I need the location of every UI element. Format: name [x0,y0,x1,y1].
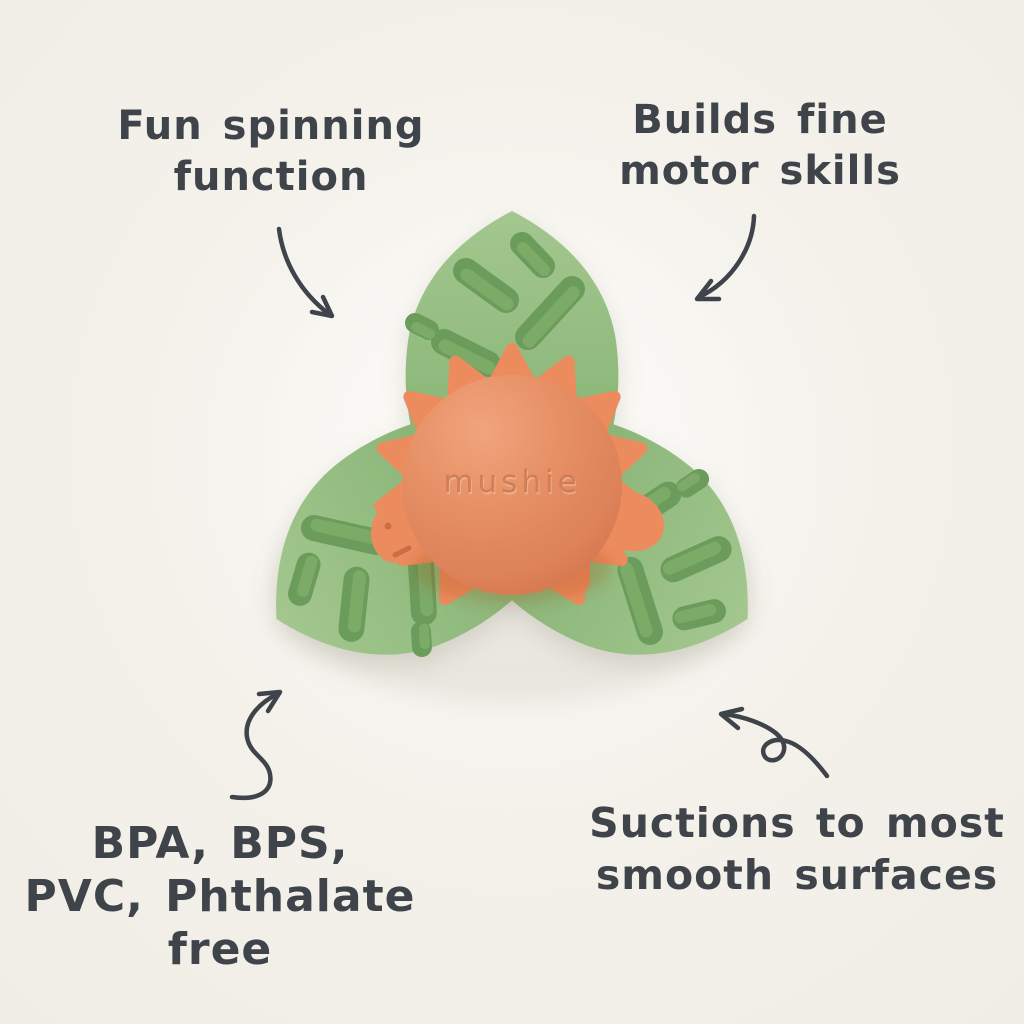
curved-arrow-down-right-icon [276,226,335,319]
dino-eye [384,522,392,530]
spinner-toy: mushie mushie [223,211,801,711]
callout-motor-skills: Builds fine motor skills [619,97,901,194]
suction-dome [402,375,622,595]
curved-arrow-down-left-icon [694,213,757,302]
brand-engraving: mushie [443,464,580,500]
callout-suction: Suctions to most smooth surfaces [589,799,1005,900]
callout-chemical-free: BPA, BPS, PVC, Phthalate free [24,818,416,975]
squiggle-arrow-up-right-icon [229,689,283,801]
callout-fun-spinning: Fun spinning function [117,103,425,200]
dino-mouth [392,545,412,558]
loop-arrow-up-left-icon [718,706,830,779]
brand-engraving-highlight: mushie [444,466,581,502]
